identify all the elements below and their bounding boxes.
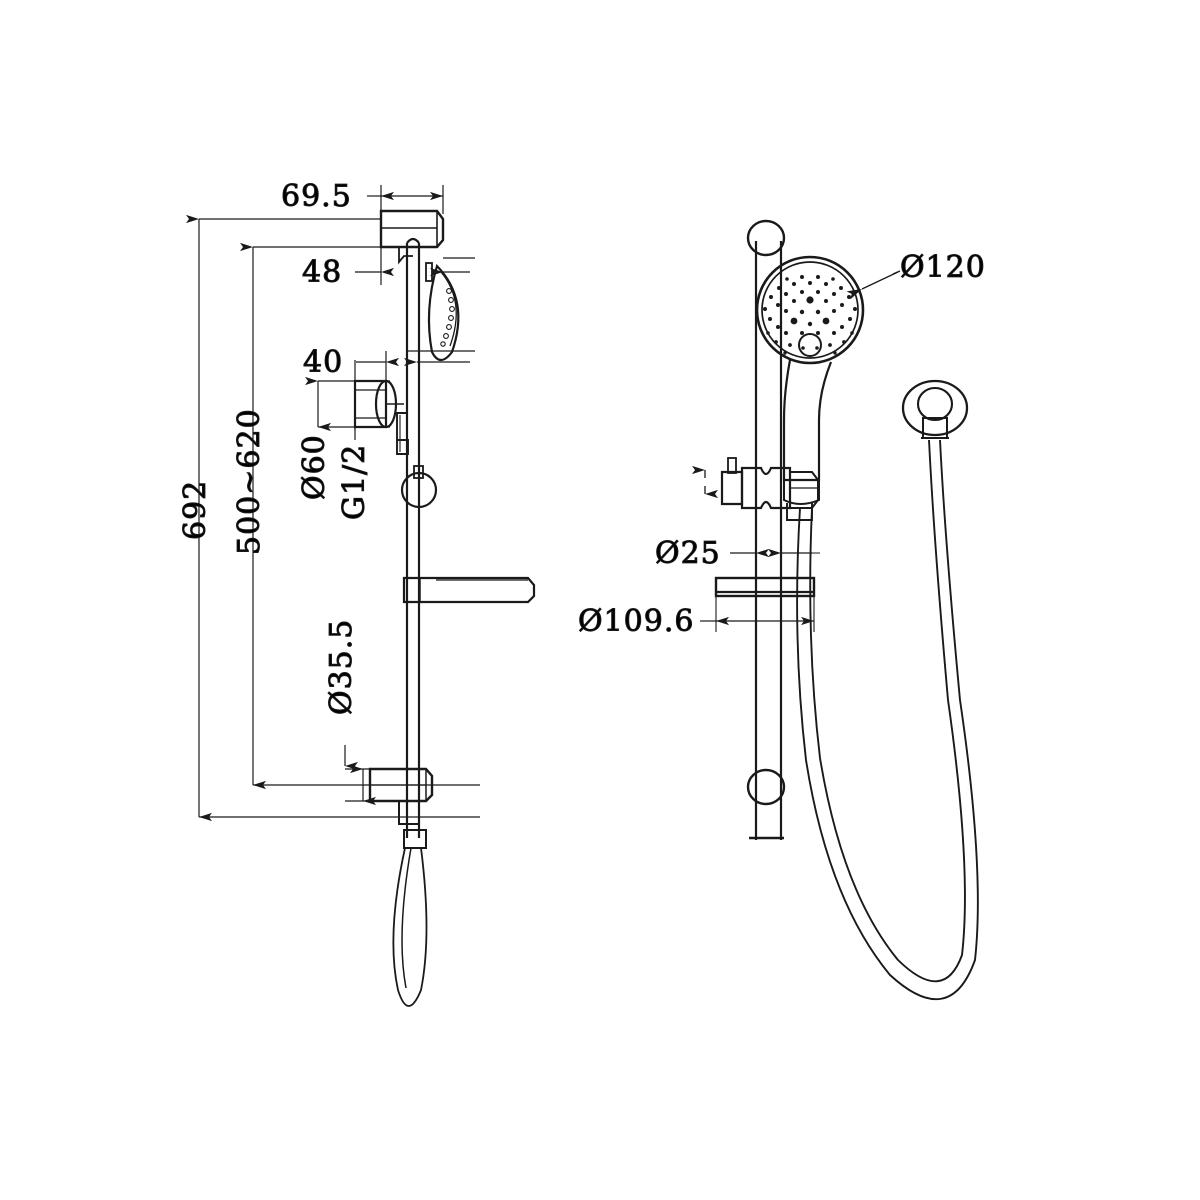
lower-bracket (368, 767, 434, 849)
dimension-label-48: 48 (302, 255, 342, 290)
upper-bracket (379, 209, 445, 282)
dimension-label-69-5: 69.5 (281, 179, 352, 214)
dimension-phi120: Ø120 (846, 250, 986, 300)
dimension-500-620: 500~620 (232, 242, 480, 790)
hand-shower (427, 263, 460, 362)
dimension-label-g12: G1/2 (337, 444, 372, 520)
slider-holder-front (720, 457, 819, 510)
dimension-label-phi109-6: Ø109.6 (578, 604, 694, 639)
dimension-label-phi25: Ø25 (655, 536, 721, 571)
dimension-label-phi120: Ø120 (900, 250, 986, 285)
dimension-label-500-620: 500~620 (232, 408, 267, 555)
soap-dish (402, 576, 536, 604)
flexible-hose (392, 847, 428, 1007)
shower-nozzle-pattern (763, 275, 857, 355)
wall-elbow (353, 379, 409, 455)
dimension-phi60: Ø60 (297, 376, 390, 501)
base-flange (714, 576, 816, 598)
flexible-hose-front (796, 439, 979, 1001)
slide-rail (405, 237, 421, 838)
dimension-69-5: 69.5 (281, 179, 444, 215)
dimension-phi109-6: Ø109.6 (578, 596, 815, 640)
dimension-label-phi60: Ø60 (297, 434, 332, 500)
left-view-group: 69.5 48 40 (178, 179, 536, 1007)
right-view-group: Ø120 Ø25 (578, 219, 986, 1001)
dimension-48: 48 (302, 240, 475, 291)
slide-rail-front (746, 219, 786, 840)
slider-holder (400, 465, 438, 509)
shower-nozzles-side (440, 288, 455, 347)
shower-head (755, 255, 865, 365)
dimension-692: 692 (178, 214, 480, 822)
dimension-label-40: 40 (303, 345, 343, 380)
dimension-label-phi35-5: Ø35.5 (324, 619, 359, 715)
dimension-g12: G1/2 (337, 360, 373, 521)
dimension-phi35-5: Ø35.5 (324, 618, 376, 806)
dimension-label-692: 692 (178, 480, 213, 540)
dimension-phi25: Ø25 (655, 536, 820, 580)
wall-elbow-front (901, 379, 969, 439)
dimension-40: 40 (303, 345, 475, 404)
